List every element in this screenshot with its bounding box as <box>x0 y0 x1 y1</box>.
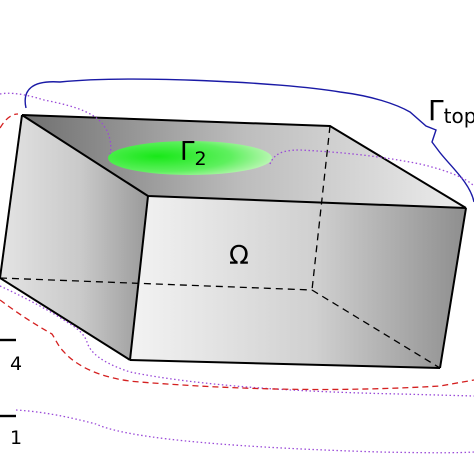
hidden-edge-bottom-back <box>0 277 313 291</box>
gamma-4-subscript: 4 <box>10 353 22 375</box>
hidden-edge-bottom-right <box>311 289 441 369</box>
gamma-top-curve <box>24 78 474 203</box>
edge-right-vertical <box>439 207 467 369</box>
gamma-2-label: Γ2 <box>180 137 207 170</box>
edge-left-vertical <box>0 114 23 279</box>
edge-top-back <box>21 114 467 209</box>
gamma-2-patch <box>108 141 272 175</box>
box-left-face <box>0 115 148 360</box>
hidden-edges <box>0 125 441 369</box>
box-front-face <box>130 196 466 368</box>
hidden-edge-vertical <box>311 125 331 291</box>
edge-bottom-left <box>0 277 131 361</box>
visible-edges <box>0 114 467 369</box>
gamma-1-subscript: 1 <box>10 427 22 449</box>
edge-front-vertical <box>129 195 149 361</box>
omega-label: Ω <box>229 241 249 271</box>
gamma-4-curve <box>0 113 474 391</box>
gamma-top-label: Γtop <box>428 94 474 128</box>
edge-bottom-front <box>129 359 441 369</box>
